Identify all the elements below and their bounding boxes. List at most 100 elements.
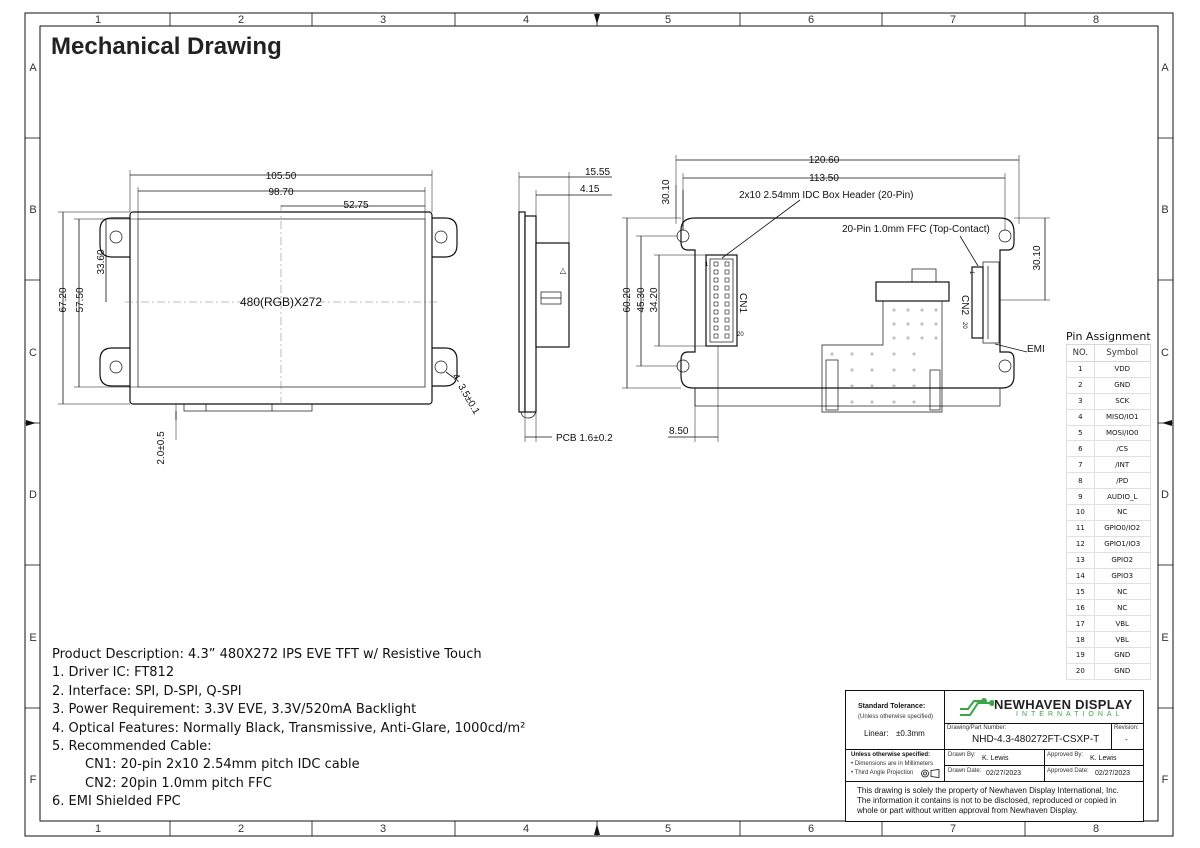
cn2-label: CN2 <box>959 295 970 315</box>
back-view: CN1 1 20 CN2 1 20 2x10 2.54mm IDC Box He… <box>622 155 1050 442</box>
cn2-pin20: 20 <box>961 322 967 329</box>
part-number-label: Drawing/Part Number: <box>947 725 1007 731</box>
description-heading: Product Description: 4.3” 480X272 IPS EV… <box>52 647 482 662</box>
col-label: 3 <box>380 14 386 26</box>
col-label: 5 <box>665 14 671 26</box>
zone-labels-left: A B C D E F <box>29 62 37 786</box>
pin-symbol: NC <box>1093 583 1151 601</box>
row-label: F <box>30 774 37 786</box>
dim-connector-height: 34.20 <box>649 287 660 312</box>
mounting-hole <box>998 359 1012 373</box>
zone-labels-bottom: 1 2 3 4 5 6 7 8 <box>95 823 1099 835</box>
dim-bottom-offset: 2.0±0.5 <box>156 431 167 465</box>
description-item: 3. Power Requirement: 3.3V EVE, 3.3V/520… <box>52 702 417 718</box>
pin-number: 17 <box>1066 615 1095 633</box>
revision-label: Revision: <box>1114 725 1139 731</box>
pin-symbol: GPIO3 <box>1093 567 1151 585</box>
dim-pcb: PCB 1.6±0.2 <box>556 433 613 444</box>
ic-chip <box>911 268 937 283</box>
box-header <box>535 242 570 348</box>
pin-symbol: VDD <box>1093 361 1151 378</box>
pin-symbol: SCK <box>1093 392 1151 410</box>
drawn-by-label: Drawn By: <box>948 752 976 758</box>
emi-label: EMI <box>1027 344 1045 355</box>
disclaimer-line: The information it contains is not to be… <box>857 796 1117 805</box>
pcb-outline <box>680 217 1015 389</box>
mounting-ear <box>432 217 458 258</box>
description-item: 6. EMI Shielded FPC <box>52 794 181 810</box>
cn2-callout: 20-Pin 1.0mm FFC (Top-Contact) <box>842 224 990 235</box>
col-label: 1 <box>95 14 101 26</box>
row-label: B <box>1161 204 1168 216</box>
resolution-label: 480(RGB)X272 <box>240 295 322 309</box>
dim-hole-height: 45.30 <box>636 287 647 312</box>
dim-holes: 4- 3.5±0.1 <box>449 372 481 417</box>
dim-right-side: 30.10 <box>1032 245 1043 270</box>
dim-overall-width-back: 120.60 <box>809 155 840 166</box>
row-label: E <box>29 632 36 644</box>
description-item: 1. Driver IC: FT812 <box>52 665 175 681</box>
fpc-connector-top <box>875 281 950 302</box>
row-label: E <box>1161 632 1168 644</box>
approved-date: 02/27/2023 <box>1095 770 1131 777</box>
linear-value: ±0.3mm <box>896 729 925 738</box>
zone-labels-top: 1 2 3 4 5 6 7 8 <box>95 14 1099 26</box>
pin-number: 11 <box>1066 519 1095 537</box>
row-label: A <box>1161 62 1169 74</box>
cn1-callout: 2x10 2.54mm IDC Box Header (20-Pin) <box>739 190 914 201</box>
col-label: 7 <box>950 823 956 835</box>
pin-row: 6/CS <box>1066 440 1151 458</box>
pin-symbol: GND <box>1093 376 1151 394</box>
pin-number: 6 <box>1066 440 1095 458</box>
pin-number: 19 <box>1066 647 1095 664</box>
part-number: NHD-4.3-480272FT-CSXP-T <box>972 734 1100 745</box>
zone-labels-right: A B C D E F <box>1161 62 1169 786</box>
pin-symbol: GPIO1/IO3 <box>1093 535 1151 553</box>
pin-number: 4 <box>1066 408 1095 426</box>
pin-symbol: MISO/IO1 <box>1093 408 1151 426</box>
company-subtitle: INTERNATIONAL <box>1016 711 1124 718</box>
pin-symbol: GND <box>1093 662 1151 680</box>
cn1-label: CN1 <box>737 293 748 313</box>
col-label: 8 <box>1093 14 1099 26</box>
col-label: 3 <box>380 823 386 835</box>
pin-number: 15 <box>1066 583 1095 601</box>
pin-number: 13 <box>1066 551 1095 569</box>
pcb-edge <box>524 215 537 413</box>
product-description: Product Description: 4.3” 480X272 IPS EV… <box>52 646 832 812</box>
col-label: 8 <box>1093 823 1099 835</box>
row-label: A <box>29 62 37 74</box>
center-markers <box>26 14 1172 835</box>
front-view: 480(RGB)X272 105.50 98.70 52.75 67.20 57… <box>58 170 482 465</box>
pin-symbol: NC <box>1093 599 1151 617</box>
dim-half-height: 33.60 <box>96 249 107 274</box>
company-logo <box>960 698 994 716</box>
pin-number: 2 <box>1066 376 1095 394</box>
pin-table-title: Pin Assignment <box>1066 330 1151 343</box>
dim-overall-width: 105.50 <box>266 171 297 182</box>
drawn-by: K. Lewis <box>982 755 1009 762</box>
pin-symbol: GPIO2 <box>1093 551 1151 569</box>
pin-symbol: GPIO0/IO2 <box>1093 519 1151 537</box>
dim-depth: 15.55 <box>585 167 610 178</box>
cn1-pin1: 1 <box>705 262 709 268</box>
company-name: NEWHAVEN DISPLAY <box>994 697 1133 712</box>
row-label: F <box>1162 774 1169 786</box>
inner-border <box>39 25 1159 822</box>
col-label: 6 <box>808 823 814 835</box>
description-item: 2. Interface: SPI, D-SPI, Q-SPI <box>52 683 242 699</box>
pin-number: 14 <box>1066 567 1095 585</box>
